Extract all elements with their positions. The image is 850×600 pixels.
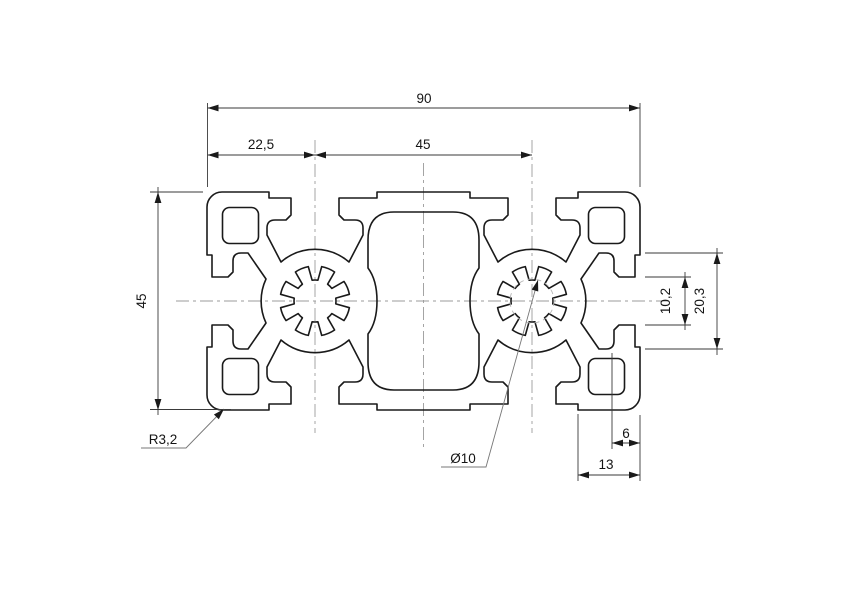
callout-core-bore: Ø10 — [441, 279, 539, 468]
central-cavity — [367, 211, 480, 391]
centerlines — [176, 140, 670, 448]
serrated-core-bore-right — [496, 265, 568, 337]
dim-label-45-left: 45 — [134, 293, 149, 308]
square-hole-bottom-right — [587, 357, 626, 396]
dim-label-13: 13 — [598, 457, 613, 472]
dim-slot-cavity-width: 20,3 — [645, 248, 723, 355]
dim-total-height: 45 — [134, 187, 231, 415]
dimension-arrowheads — [154, 104, 721, 479]
callout-corner-radius: R3,2 — [141, 408, 225, 449]
dim-total-width: 90 — [207, 91, 641, 187]
callout-label-r3-2: R3,2 — [149, 432, 178, 447]
square-hole-top-right — [587, 206, 626, 245]
dim-label-20-3: 20,3 — [692, 288, 707, 314]
serrated-core-bore-left — [279, 265, 351, 337]
dim-label-22-5: 22,5 — [248, 137, 274, 152]
dim-label-10-2: 10,2 — [658, 288, 673, 314]
corner-square-holes — [221, 206, 626, 396]
dim-slot-depth-offsets: 6 13 — [577, 353, 641, 481]
profile-outer-contour — [206, 191, 641, 411]
dim-label-90: 90 — [416, 91, 431, 106]
square-hole-top-left — [221, 206, 260, 245]
callout-label-d10: Ø10 — [450, 451, 476, 466]
dim-label-45-top: 45 — [415, 137, 430, 152]
bore-reference-circle — [509, 278, 555, 324]
dim-module-widths: 22,5 45 — [207, 137, 532, 156]
dim-label-6: 6 — [622, 426, 630, 441]
square-hole-bottom-left — [221, 357, 260, 396]
